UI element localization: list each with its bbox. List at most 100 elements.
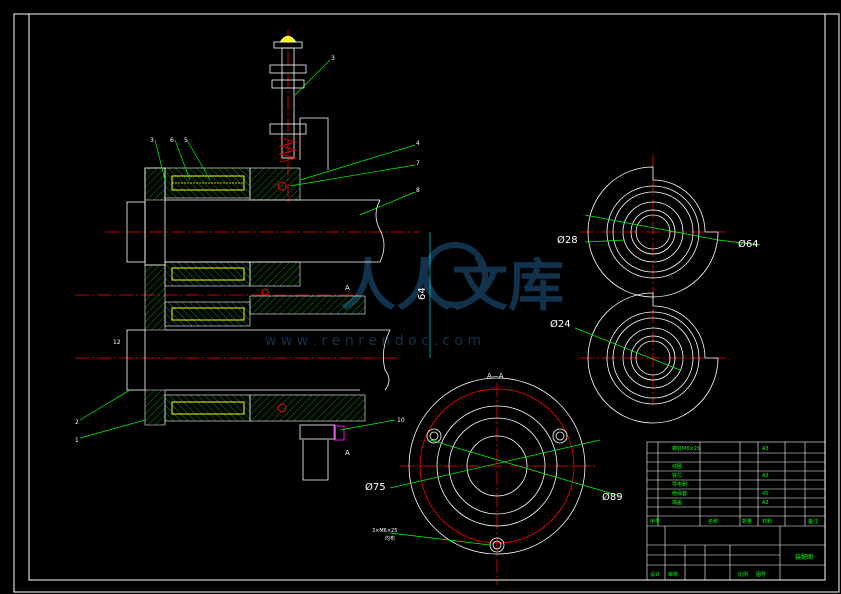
- drawing-title: 装配图: [795, 553, 813, 561]
- coil-mid2: [171, 307, 245, 321]
- section-marker: A: [345, 449, 350, 457]
- flange-ring: [448, 417, 546, 515]
- leader-line: [79, 389, 131, 421]
- brush-post-nut: [271, 79, 305, 89]
- title-block-text: 螺钉M6×25 A3 线圈 铁芯 A3 导电刷 绝缘套 45 端盖 A3 序号 …: [650, 445, 818, 578]
- dimension-d64: Ø64: [738, 238, 759, 250]
- cam-bottom: [587, 292, 719, 424]
- flange-mid2: [249, 295, 366, 315]
- flange-view: A—A Ø75 Ø89 3×M6×25 均布: [365, 372, 623, 585]
- part-number: 2: [75, 419, 79, 426]
- bolt-hole: [429, 431, 439, 441]
- flange-outer: [408, 377, 586, 555]
- part-number: 1: [75, 437, 79, 444]
- bolt-note-sub: 均布: [385, 535, 395, 542]
- spring: [279, 137, 297, 163]
- bolt-hole: [426, 428, 442, 444]
- parts-row-name: 螺钉M6×25: [672, 445, 700, 452]
- bolt-head-upper: [126, 201, 146, 263]
- label-review: 审核: [668, 571, 678, 578]
- o-ring: [277, 403, 287, 413]
- housing-lower: [144, 389, 166, 426]
- label-design: 设计: [650, 571, 660, 578]
- part-number: 7: [416, 160, 420, 167]
- bolt-hole: [555, 431, 565, 441]
- core-mid2: [164, 301, 251, 327]
- leader-line: [174, 139, 191, 181]
- core-lower: [164, 394, 251, 422]
- dim-leader: [389, 439, 601, 489]
- leader-line: [339, 419, 396, 431]
- inner-border: [28, 13, 826, 581]
- bolt-note: 3×M6×25: [372, 528, 397, 534]
- flange-lower: [249, 394, 366, 422]
- parts-row-name: 导电刷: [672, 481, 687, 488]
- parts-row-mat: 45: [762, 491, 768, 497]
- header-note: 备注: [808, 518, 818, 525]
- bolt-hole: [492, 540, 502, 550]
- part-number: 4: [416, 140, 420, 147]
- dim-leader: [584, 239, 626, 243]
- section-marker: A: [345, 284, 350, 292]
- upper-shaft: [299, 117, 329, 170]
- shaft-lower: [165, 329, 391, 391]
- bolt-hole: [552, 428, 568, 444]
- part-number: 12: [113, 339, 121, 346]
- bottom-screw: [299, 424, 336, 440]
- watermark: 人人文库 w w w . r e n r e n d o c . c o m: [265, 242, 564, 349]
- housing-mid: [144, 264, 166, 331]
- dim-leader: [429, 439, 621, 497]
- leader-line: [359, 191, 416, 216]
- part-number: 8: [416, 187, 420, 194]
- leader-line: [289, 164, 416, 187]
- coil-lower: [171, 401, 245, 415]
- header-name: 名称: [708, 518, 718, 525]
- header-mat: 材料: [762, 518, 772, 525]
- part-number: 6: [170, 137, 174, 144]
- dimension-d89: Ø89: [602, 491, 623, 503]
- coil-mid: [171, 267, 245, 281]
- dim-leader: [574, 327, 681, 371]
- header-no: 序号: [650, 518, 660, 525]
- parts-row-name: 端盖: [672, 499, 682, 506]
- watermark-logo-icon: [422, 242, 488, 308]
- dim-leader: [584, 214, 719, 241]
- o-ring: [261, 288, 269, 296]
- leader-line: [154, 139, 166, 181]
- flange-ring: [436, 405, 558, 527]
- header-qty: 数量: [742, 518, 752, 525]
- brush-post-body: [281, 47, 295, 159]
- cam-views: Ø28 Ø64 Ø24: [550, 155, 761, 424]
- flange-bore: [466, 435, 528, 497]
- brush-post-nut: [269, 64, 307, 74]
- section-title: A—A: [487, 372, 504, 380]
- o-ring: [277, 181, 287, 191]
- title-block: [646, 441, 826, 581]
- dimension-d28: Ø28: [557, 234, 578, 246]
- leader-line: [294, 59, 331, 96]
- assembly-view: 64 A A 3 3 6 5 4 7 8 12 2 1 1: [75, 30, 431, 481]
- part-number: 3: [331, 55, 335, 62]
- brush-post: [279, 35, 297, 43]
- label-scale: 比例: [738, 571, 748, 578]
- brush-post-nut: [269, 123, 307, 135]
- parts-row-mat: A3: [762, 446, 769, 452]
- dimension-d24: Ø24: [550, 318, 571, 330]
- leader-line: [79, 419, 146, 439]
- dim-leader: [389, 532, 491, 546]
- housing-upper: [144, 167, 166, 201]
- part-number: 5: [184, 137, 188, 144]
- bolt-circle: [419, 388, 575, 544]
- dimension-64: 64: [417, 287, 428, 300]
- shaft-upper: [165, 199, 385, 263]
- parts-row-name: 绝缘套: [672, 490, 687, 497]
- flange-mid: [249, 261, 301, 287]
- leader-line: [299, 144, 416, 181]
- parts-row-mat: A3: [762, 500, 769, 506]
- parts-row-name: 铁芯: [672, 472, 682, 479]
- dim-leader: [717, 239, 761, 246]
- bottom-shaft: [302, 440, 329, 481]
- core-mid: [164, 261, 251, 287]
- bolt-head-lower: [126, 329, 146, 391]
